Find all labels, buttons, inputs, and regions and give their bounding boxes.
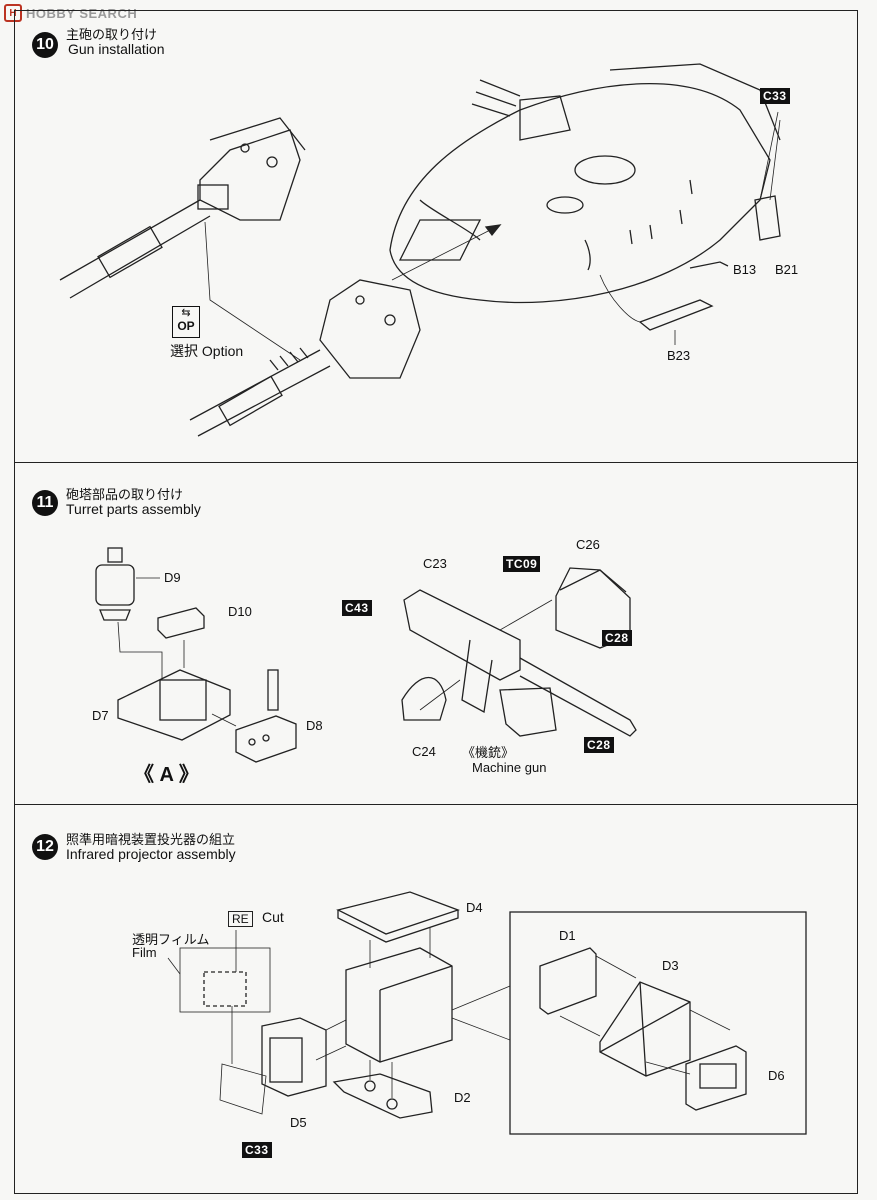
part-d4-label: D4 — [466, 900, 483, 915]
step-title-jp: 砲塔部品の取り付け — [66, 487, 184, 502]
film-label-jp: 透明フィルム — [132, 932, 210, 947]
part-d10-label: D10 — [228, 604, 252, 619]
watermark-text: HOBBY SEARCH — [26, 5, 138, 21]
step-number: 11 — [32, 490, 58, 516]
divider-step10-11 — [14, 462, 858, 463]
film-label-en: Film — [132, 945, 157, 960]
watermark-logo-icon: H — [4, 4, 22, 22]
step-number: 10 — [32, 32, 58, 58]
step-title-en: Gun installation — [68, 41, 165, 57]
divider-step11-12 — [14, 804, 858, 805]
watermark: H HOBBY SEARCH — [4, 2, 137, 24]
re-box: RE — [228, 911, 253, 927]
part-c33-tag: C33 — [760, 88, 790, 104]
part-tc09-tag: TC09 — [503, 556, 541, 572]
part-d6-label: D6 — [768, 1068, 785, 1083]
option-arrows-icon: ⇆ — [181, 307, 191, 319]
step-title-jp: 照準用暗視装置投光器の組立 — [66, 832, 236, 847]
part-d9-label: D9 — [164, 570, 181, 585]
part-d8-label: D8 — [306, 718, 323, 733]
step-title-en: Infrared projector assembly — [66, 846, 236, 862]
option-label: 選択 Option — [170, 343, 244, 359]
part-c33-tag: C33 — [242, 1142, 272, 1158]
sub-assembly-a-label: 《 A 》 — [134, 764, 199, 786]
part-b21-label: B21 — [775, 262, 799, 277]
part-c24-label: C24 — [412, 744, 436, 759]
part-d3-label: D3 — [662, 958, 679, 973]
page-frame — [14, 10, 858, 1194]
part-c43-tag: C43 — [342, 600, 372, 616]
option-icon-text: OP — [177, 319, 195, 333]
part-c26-label: C26 — [576, 537, 600, 552]
part-d1-label: D1 — [559, 928, 576, 943]
machine-gun-label-en: Machine gun — [472, 760, 547, 775]
option-icon: ⇆ OP — [172, 306, 200, 338]
part-c28-tag-lower: C28 — [584, 737, 614, 753]
part-c23-label: C23 — [423, 556, 447, 571]
cut-label: Cut — [262, 909, 284, 925]
step-title-jp: 主砲の取り付け — [66, 27, 158, 42]
part-d7-label: D7 — [92, 708, 109, 723]
part-b23-label: B23 — [667, 348, 691, 363]
step-title-en: Turret parts assembly — [66, 501, 201, 517]
part-c28-tag-upper: C28 — [602, 630, 632, 646]
step-number: 12 — [32, 834, 58, 860]
machine-gun-label-jp: 《機銃》 — [462, 745, 515, 760]
part-d5-label: D5 — [290, 1115, 307, 1130]
part-b13-label: B13 — [733, 262, 757, 277]
part-d2-label: D2 — [454, 1090, 471, 1105]
